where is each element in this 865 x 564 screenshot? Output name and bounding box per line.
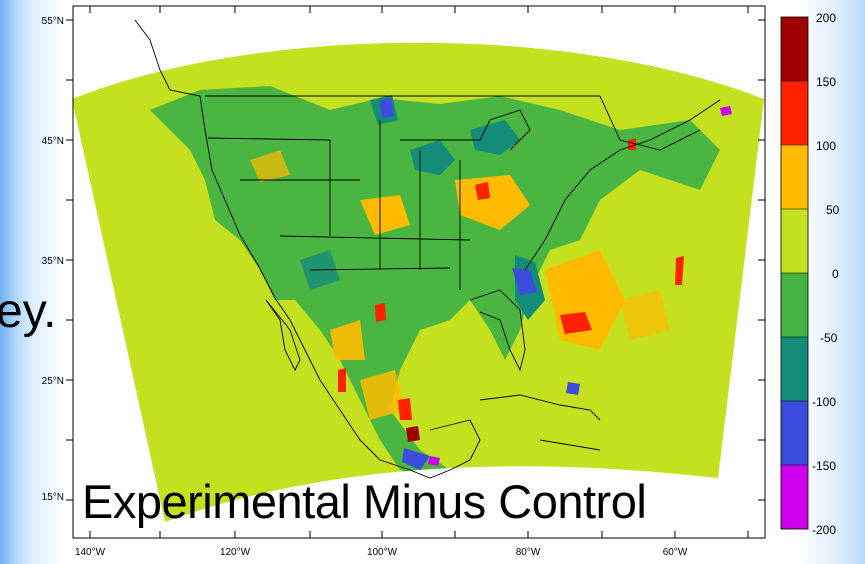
map-frame xyxy=(72,5,766,539)
lon-label: 100°W xyxy=(367,547,398,558)
colorbar-swatch xyxy=(781,81,808,145)
colorbar: 200 150 100 50 0 -50 -100 -150 -200 xyxy=(780,11,840,537)
colorbar-swatch xyxy=(781,145,808,209)
lon-label: 60°W xyxy=(663,547,688,558)
colorbar-label: 200 xyxy=(816,11,836,25)
latitude-labels: 55°N 45°N 35°N 25°N 15°N xyxy=(42,16,64,503)
coastlines-borders xyxy=(134,19,721,479)
colorbar-label: 150 xyxy=(816,75,836,89)
colorbar-swatch xyxy=(781,465,808,529)
colorbar-swatch xyxy=(781,209,808,273)
lat-label: 55°N xyxy=(42,16,64,27)
lat-label: 35°N xyxy=(42,256,64,267)
slide-caption: Experimental Minus Control xyxy=(82,475,647,528)
colorbar-swatch xyxy=(781,17,808,81)
map-ticks xyxy=(66,6,765,538)
lon-label: 120°W xyxy=(220,547,251,558)
colorbar-swatch xyxy=(781,273,808,337)
colorbar-label: 100 xyxy=(816,139,836,153)
lat-label: 45°N xyxy=(42,136,64,147)
colorbar-swatch xyxy=(781,401,808,465)
colorbar-label: 50 xyxy=(826,203,840,217)
difference-field xyxy=(72,42,764,523)
colorbar-swatch xyxy=(781,337,808,401)
lat-label: 25°N xyxy=(42,376,64,387)
lon-label: 140°W xyxy=(75,547,106,558)
slide-background-text: ey. xyxy=(0,285,57,338)
lat-label: 15°N xyxy=(42,492,64,503)
colorbar-label: -100 xyxy=(812,395,836,409)
colorbar-label: -200 xyxy=(812,523,836,537)
colorbar-label: -150 xyxy=(812,459,836,473)
colorbar-label: 0 xyxy=(832,267,839,281)
lon-label: 80°W xyxy=(516,547,541,558)
longitude-labels: 140°W 120°W 100°W 80°W 60°W xyxy=(75,547,688,558)
colorbar-label: -50 xyxy=(820,331,838,345)
